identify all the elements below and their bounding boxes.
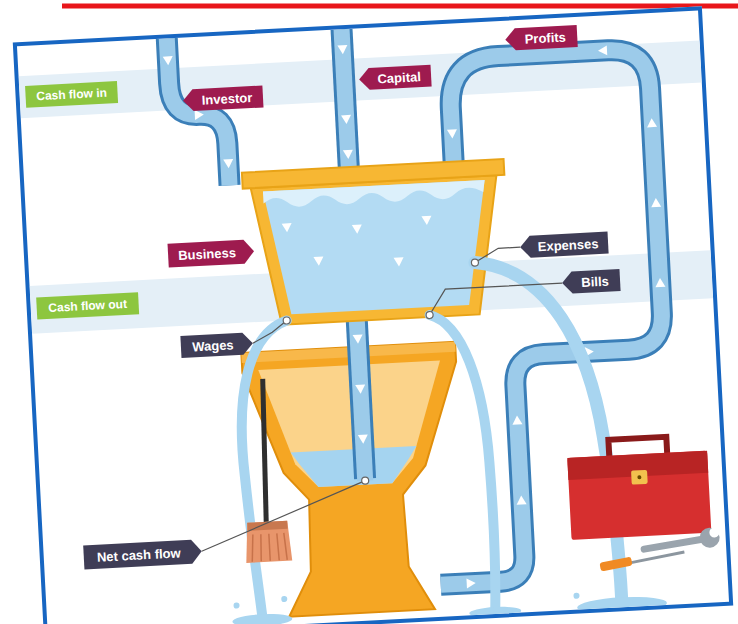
flow-arrow: [223, 159, 233, 169]
leader-line: [428, 283, 563, 315]
mop: [237, 378, 293, 563]
mop-strands: [251, 533, 287, 562]
bucket-body: [251, 175, 504, 326]
business-tag: Business: [168, 239, 255, 267]
flow-arrow: [516, 495, 526, 505]
tag-label: Cash flow in: [36, 87, 107, 103]
picture-frame: Cash flow in Investor Capital ProfitsBusine…: [13, 6, 733, 624]
tag-fill: [520, 232, 609, 259]
toolbox-lock: [631, 470, 648, 485]
wrench-head: [699, 527, 720, 548]
business-bucket: [242, 159, 512, 327]
outflow-tag: Expenses: [520, 232, 609, 259]
mop-head: [244, 521, 292, 563]
toolbox: [566, 435, 711, 540]
flow-arrow: [343, 150, 353, 160]
flow-arrow: [313, 257, 323, 267]
pipe-water: [167, 36, 230, 189]
mop-strand: [269, 534, 270, 561]
flow-arrow: [512, 415, 522, 425]
leader-anchor: [426, 311, 433, 318]
outflow-tag: Wages: [180, 332, 253, 358]
tag-label: Capital: [377, 70, 421, 85]
tag-fill: [505, 25, 578, 51]
flow-arrow: [655, 278, 665, 288]
puddles: [231, 576, 667, 624]
tag-label: Business: [178, 246, 236, 262]
tag-fill: [83, 539, 202, 569]
flow-arrow: [341, 115, 351, 125]
flow-arrow: [337, 45, 347, 55]
toolbox-keyhole: [637, 475, 641, 479]
tag-fill: [25, 81, 118, 108]
wrench-shaft: [644, 539, 704, 549]
tag-label: Wages: [192, 338, 234, 353]
screwdriver-shaft: [629, 552, 684, 563]
tools: [598, 527, 721, 571]
splash-drop: [233, 602, 239, 608]
flow-arrows: [282, 216, 434, 273]
wage-leak: [236, 321, 302, 615]
flow-arrow: [394, 257, 404, 267]
leader-line: [252, 321, 288, 344]
bill-leak: [430, 312, 498, 614]
wrench-jaw: [709, 527, 720, 538]
mop-strand: [251, 535, 254, 562]
tag-label: Investor: [201, 91, 252, 107]
flow-arrow: [598, 45, 608, 55]
tag-fill: [182, 85, 263, 111]
tag-fill: [168, 239, 255, 267]
tag-label: Profits: [524, 30, 566, 45]
source-tag: Investor: [182, 85, 263, 111]
tag-label: Expenses: [537, 237, 598, 253]
leader-anchor: [362, 477, 369, 484]
leaks: [233, 256, 622, 624]
flow-arrow: [163, 56, 173, 66]
leader-line: [198, 481, 368, 552]
net-cash-tag: Net cash flow: [83, 539, 202, 569]
flow-arrow: [447, 129, 457, 139]
flow-arrow: [355, 384, 365, 394]
puddle: [469, 606, 521, 619]
mop-handle: [259, 379, 270, 522]
mop-strand: [260, 534, 262, 561]
header-rule-line: [62, 4, 738, 9]
tag-fill: [36, 292, 139, 319]
cash-flow-illustration: [17, 11, 729, 624]
flow-arrow: [466, 578, 476, 588]
flow-arrows: [353, 335, 369, 444]
leader-anchors: [281, 259, 490, 488]
tag-fill: [180, 332, 253, 358]
flow-arrow: [195, 110, 205, 120]
flow-arrow: [358, 434, 368, 444]
leader-lines: [187, 245, 576, 551]
leader-anchor: [283, 317, 290, 324]
puddle: [232, 613, 293, 624]
source-tag: Profits: [505, 25, 578, 51]
flow-arrow: [353, 335, 363, 345]
source-tag: Capital: [359, 65, 432, 91]
flow-arrow: [352, 224, 362, 234]
flow-arrow: [651, 198, 661, 208]
splash-drop: [573, 593, 579, 599]
flow-arrow: [282, 223, 292, 233]
leader-anchor: [471, 259, 478, 266]
tag-fill: [359, 65, 432, 91]
mop-strand: [284, 533, 287, 560]
tag-label: Bills: [581, 274, 609, 288]
toolbox-body: [567, 451, 711, 540]
flow-arrow: [421, 216, 431, 226]
tag-fill: [562, 269, 621, 294]
screwdriver-handle: [599, 557, 632, 572]
leader-line: [474, 247, 521, 262]
flow-arrow: [647, 118, 657, 128]
bucket-water: [263, 180, 491, 315]
outflow-tag: Bills: [562, 269, 621, 294]
bucket-rim: [242, 159, 504, 189]
puddle: [577, 595, 668, 616]
pipe-outline: [167, 36, 230, 189]
mop-strand: [277, 533, 279, 560]
splash-drop: [281, 596, 287, 602]
